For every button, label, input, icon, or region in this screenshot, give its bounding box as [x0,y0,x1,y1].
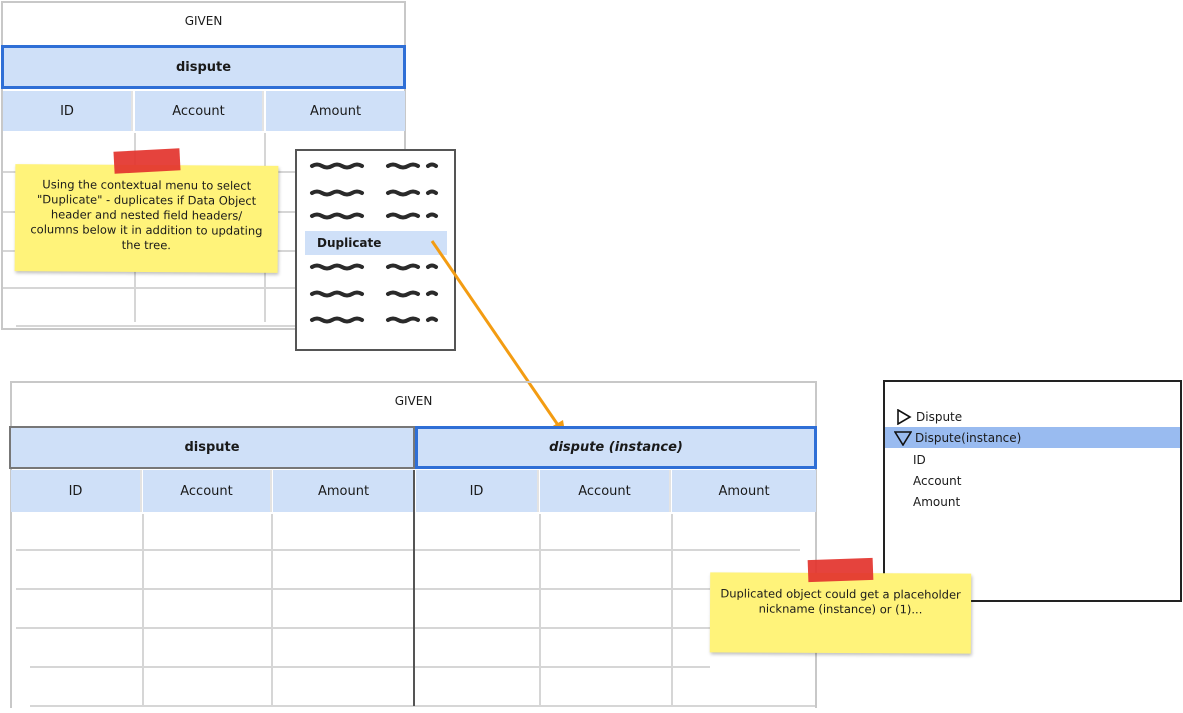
tree-node-dispute-label: Dispute [916,410,963,424]
menu-item-placeholder [310,316,438,324]
top-given-label: GIVEN [184,14,223,28]
bottom-col-id[interactable]: ID [11,470,142,512]
tree-node-dispute-instance-label: Dispute(instance) [915,430,1022,445]
tree-panel [883,380,1182,602]
tree-child-account-label: Account [913,473,962,488]
instance-col-id[interactable]: ID [416,470,539,512]
tree-child-amount[interactable]: Amount [913,493,960,510]
top-col-id[interactable]: ID [3,91,133,131]
note-bottom-text: Duplicated object could get a placeholde… [720,586,961,617]
menu-placeholder-items [310,162,438,324]
instance-col-amount[interactable]: Amount [672,470,816,512]
top-object-header-dispute[interactable]: dispute [1,45,406,89]
tape-icon [807,557,874,583]
tree-child-id[interactable]: ID [913,451,926,468]
menu-item-placeholder [310,162,438,170]
sticky-note-placeholder-nickname: Duplicated object could get a placeholde… [709,572,972,654]
bottom-object-header-dispute-instance[interactable]: dispute (instance) [415,426,817,469]
tree-node-dispute-instance[interactable]: Dispute(instance) [885,427,1180,448]
bottom-given-table [10,381,817,708]
menu-item-placeholder [310,263,438,271]
expand-triangle-icon [897,409,912,425]
tree-child-amount-label: Amount [913,494,961,509]
top-col-account[interactable]: Account [135,91,264,131]
bottom-object-header-dispute[interactable]: dispute [9,426,415,469]
menu-item-placeholder [310,189,438,197]
menu-item-duplicate-label: Duplicate [317,236,382,250]
instance-col-account[interactable]: Account [540,470,671,512]
top-col-amount[interactable]: Amount [266,91,405,131]
bottom-given-label: GIVEN [394,394,433,408]
tree-child-id-label: ID [913,452,926,467]
menu-item-placeholder [310,290,438,298]
bottom-col-account[interactable]: Account [143,470,272,512]
tree-node-dispute[interactable]: Dispute [896,408,1176,426]
bottom-col-amount[interactable]: Amount [273,470,414,512]
menu-item-duplicate[interactable]: Duplicate [305,231,447,255]
collapse-triangle-icon [894,430,912,446]
tree-child-account[interactable]: Account [913,472,961,489]
menu-item-placeholder [310,212,438,220]
